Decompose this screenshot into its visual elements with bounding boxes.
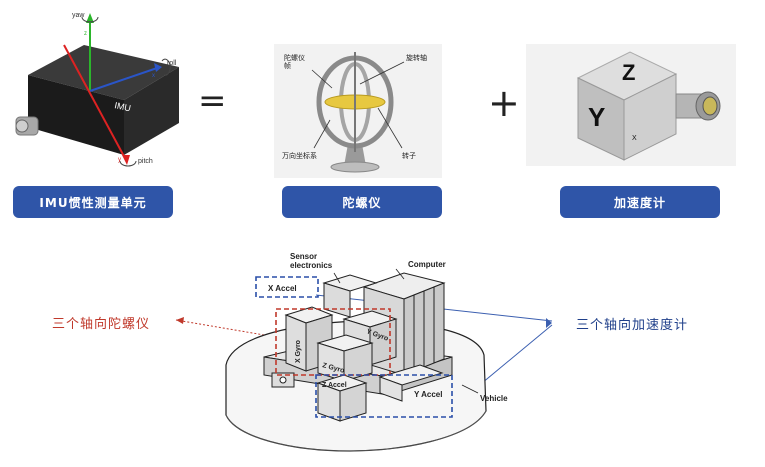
gyro-svg: 陀螺仪 帧 旋转轴 万向坐标系 转子 [274,44,442,178]
accel-face-z: Z [622,60,635,85]
three-axis-accel-label: 三个轴向加速度计 [576,318,689,333]
accelerometer-illustration: Z Y X [526,44,736,166]
imu-x-label: x [152,73,155,79]
accel-face-y: Y [588,102,605,132]
assembly-svg: Sensor electronics Computer X Accel Y Ac… [175,252,553,452]
plus-sign: + [488,81,520,125]
sensor-electronics-label: Sensor electronics [290,252,333,270]
gyro-caption-pill: 陀螺仪 [282,186,442,218]
imu-caption-pill: IMU惯性测量单元 [13,186,173,218]
y-accel-label: Y Accel [414,390,442,399]
vehicle-label: Vehicle [480,394,508,403]
gyro-rotor-label: 转子 [402,151,416,160]
imu-yaw-label: yaw [72,12,85,19]
gyroscope-illustration: 陀螺仪 帧 旋转轴 万向坐标系 转子 [274,44,442,178]
imu-pitch-label: pitch [138,158,153,165]
imu-roll-label: roll [167,60,177,67]
x-gyro-label: X Gyro [295,340,302,363]
three-axis-gyro-label: 三个轴向陀螺仪 [52,317,151,332]
accel-face-x: X [632,135,637,142]
imu-svg: yaw roll pitch z x y IMU [15,12,179,167]
imu-illustration: yaw roll pitch z x y IMU [14,5,190,180]
x-accel-label: X Accel [268,284,297,293]
accel-caption-pill: 加速度计 [560,186,720,218]
gyro-gimbal-label: 万向坐标系 [282,151,317,160]
z-accel-label: Z Accel [322,382,347,389]
computer-label: Computer [408,260,446,269]
gyro-spin-axis-label: 旋转轴 [406,53,427,62]
imu-body-label: IMU [114,100,132,113]
gyro-frame-label: 陀螺仪 帧 [284,53,307,70]
imu-z-label: z [84,31,87,37]
imu-y-label: y [118,157,121,163]
accel-svg: Z Y X [526,44,736,166]
equals-sign: = [198,81,227,121]
imu-assembly-diagram: Sensor electronics Computer X Accel Y Ac… [0,225,765,463]
